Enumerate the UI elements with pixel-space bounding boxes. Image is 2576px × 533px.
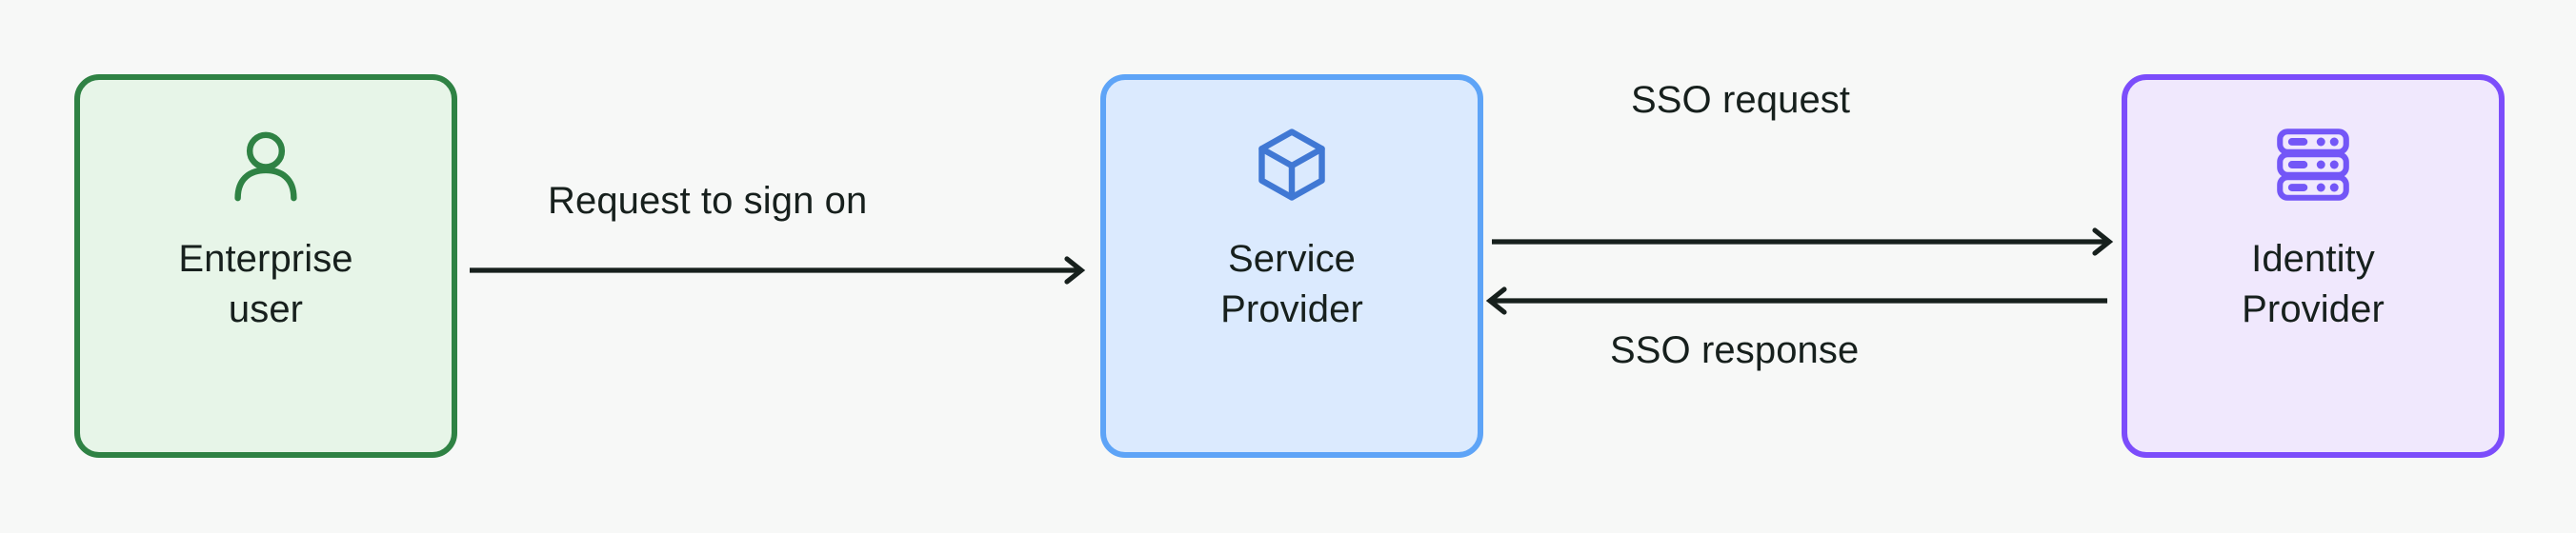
node-service-provider[interactable]: Service Provider: [1100, 74, 1483, 458]
node-identity-provider[interactable]: Identity Provider: [2122, 74, 2505, 458]
user-icon: [234, 131, 297, 202]
edge-sso-response: [1485, 286, 2116, 316]
arrow-right-icon: [470, 256, 1086, 285]
arrow-left-icon: [1485, 286, 2107, 315]
node-label: Enterprise user: [178, 238, 353, 330]
arrow-right-icon: [1492, 227, 2114, 256]
edge-label-request-to-sign-on: Request to sign on: [548, 180, 868, 222]
server-rack-icon: [2277, 128, 2349, 201]
edge-label-sso-request: SSO request: [1631, 79, 1851, 121]
node-enterprise-user[interactable]: Enterprise user: [74, 74, 457, 458]
cube-icon: [1258, 128, 1325, 201]
edge-sso-request: [1492, 227, 2121, 257]
node-label: Service Provider: [1220, 238, 1363, 330]
edge-label-sso-response: SSO response: [1610, 329, 1860, 371]
edge-request-to-sign-on: [470, 255, 1087, 286]
node-label: Identity Provider: [2242, 238, 2385, 330]
